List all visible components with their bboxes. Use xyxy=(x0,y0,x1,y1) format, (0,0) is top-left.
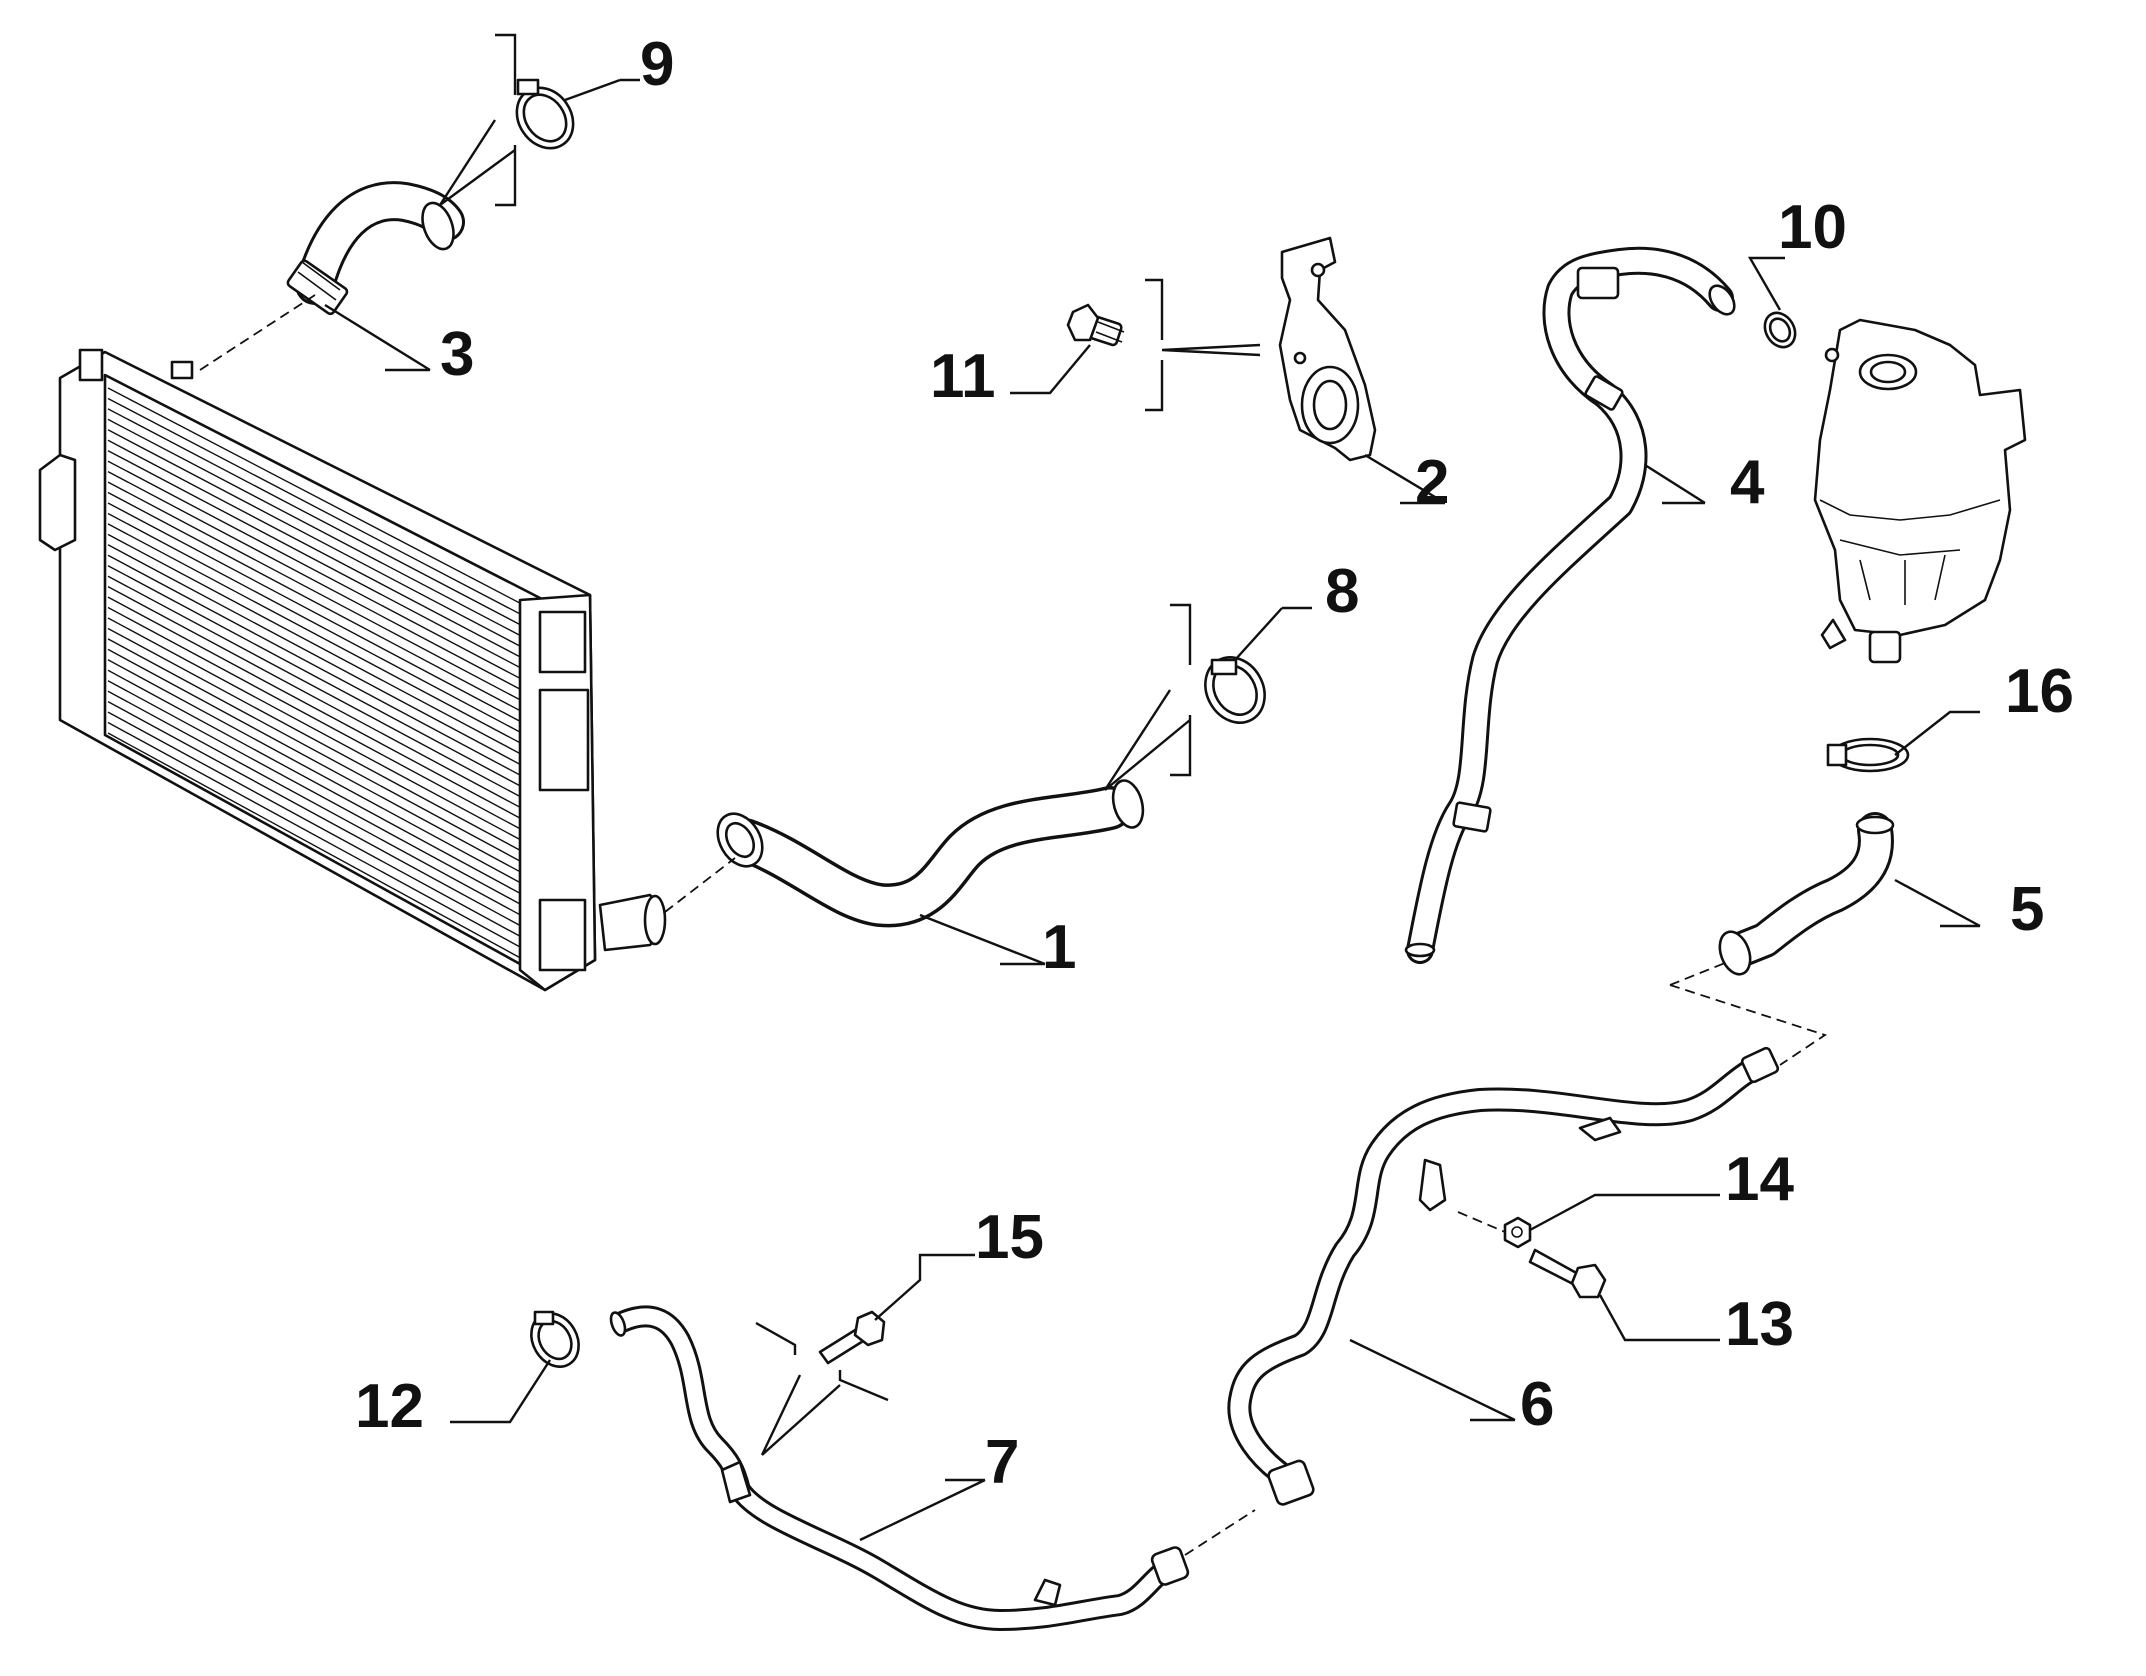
callout-16: 16 xyxy=(2005,657,2074,726)
radiator-fin-line xyxy=(107,617,538,850)
hose-clamp xyxy=(1763,311,1797,349)
lower-radiator-hose xyxy=(716,779,1145,928)
radiator-fin-line xyxy=(107,627,538,861)
callout-7: 7 xyxy=(985,1428,1019,1497)
radiator-fin-line xyxy=(107,669,538,904)
radiator-fin-line xyxy=(107,470,538,699)
radiator-fin-line xyxy=(107,408,538,635)
radiator-fin-line xyxy=(107,544,538,775)
callout-13: 13 xyxy=(1725,1290,1794,1359)
callout-12: 12 xyxy=(355,1372,424,1441)
heater-pipe xyxy=(609,1305,1190,1631)
radiator-fin-line xyxy=(107,450,538,678)
callout-4: 4 xyxy=(1730,448,1765,517)
radiator-fin-line xyxy=(107,418,538,645)
bolt xyxy=(1528,1248,1607,1299)
radiator-fin-line xyxy=(107,387,538,613)
coolant-hose xyxy=(1404,246,1736,964)
hose-clamp xyxy=(515,78,575,150)
callout-1: 1 xyxy=(1042,913,1076,982)
radiator-fin-line xyxy=(107,732,538,968)
radiator-fin-line xyxy=(107,502,538,731)
radiator-fin-line xyxy=(107,533,538,764)
radiator-fin-line xyxy=(107,491,538,721)
radiator-fin-line xyxy=(107,585,538,818)
bolt xyxy=(1066,303,1125,347)
callout-5: 5 xyxy=(2010,875,2044,944)
radiator-fin-line xyxy=(107,523,538,753)
coolant-expansion-tank xyxy=(1813,318,2027,664)
hose-clamp xyxy=(530,1310,580,1368)
radiator-fin-line xyxy=(107,648,538,882)
radiator-fin-line xyxy=(107,596,538,828)
radiator-fin-line xyxy=(107,429,538,656)
hose-clamp xyxy=(1826,737,1910,773)
radiator-fin-line xyxy=(107,397,538,624)
callout-6: 6 xyxy=(1520,1370,1554,1439)
radiator-fin-line xyxy=(107,439,538,667)
radiator-fin-line xyxy=(107,700,538,936)
callout-14: 14 xyxy=(1725,1145,1794,1214)
upper-radiator-hose xyxy=(286,181,465,316)
radiator-fin-line xyxy=(107,481,538,710)
radiator-fin-line xyxy=(107,512,538,742)
tank-outlet-hose xyxy=(1718,812,1895,976)
radiator-fin-line xyxy=(107,711,538,947)
callout-2: 2 xyxy=(1415,448,1449,517)
callout-9: 9 xyxy=(640,30,674,99)
bolt xyxy=(818,1310,886,1365)
radiator-fin-line xyxy=(107,680,538,914)
radiator-fin-line xyxy=(107,638,538,871)
callout-11: 11 xyxy=(930,342,996,411)
radiator-fin-line xyxy=(107,721,538,957)
radiator-fin-line xyxy=(107,554,538,785)
radiator-fin-line xyxy=(107,606,538,839)
nut xyxy=(1503,1216,1532,1249)
radiator-fin-line xyxy=(107,565,538,796)
radiator-fin-line xyxy=(107,575,538,807)
callout-15: 15 xyxy=(975,1203,1044,1272)
radiator-fin-line xyxy=(107,460,538,688)
radiator-fin-line xyxy=(107,659,538,893)
callout-10: 10 xyxy=(1778,193,1847,262)
callout-3: 3 xyxy=(440,320,474,389)
coolant-pipe xyxy=(1227,1046,1780,1506)
hose-bracket xyxy=(1278,236,1377,462)
radiator-fin-line xyxy=(107,690,538,925)
radiator-fins xyxy=(107,387,538,968)
callout-8: 8 xyxy=(1325,557,1359,626)
hose-clamp xyxy=(1204,656,1266,724)
radiator xyxy=(38,348,667,992)
